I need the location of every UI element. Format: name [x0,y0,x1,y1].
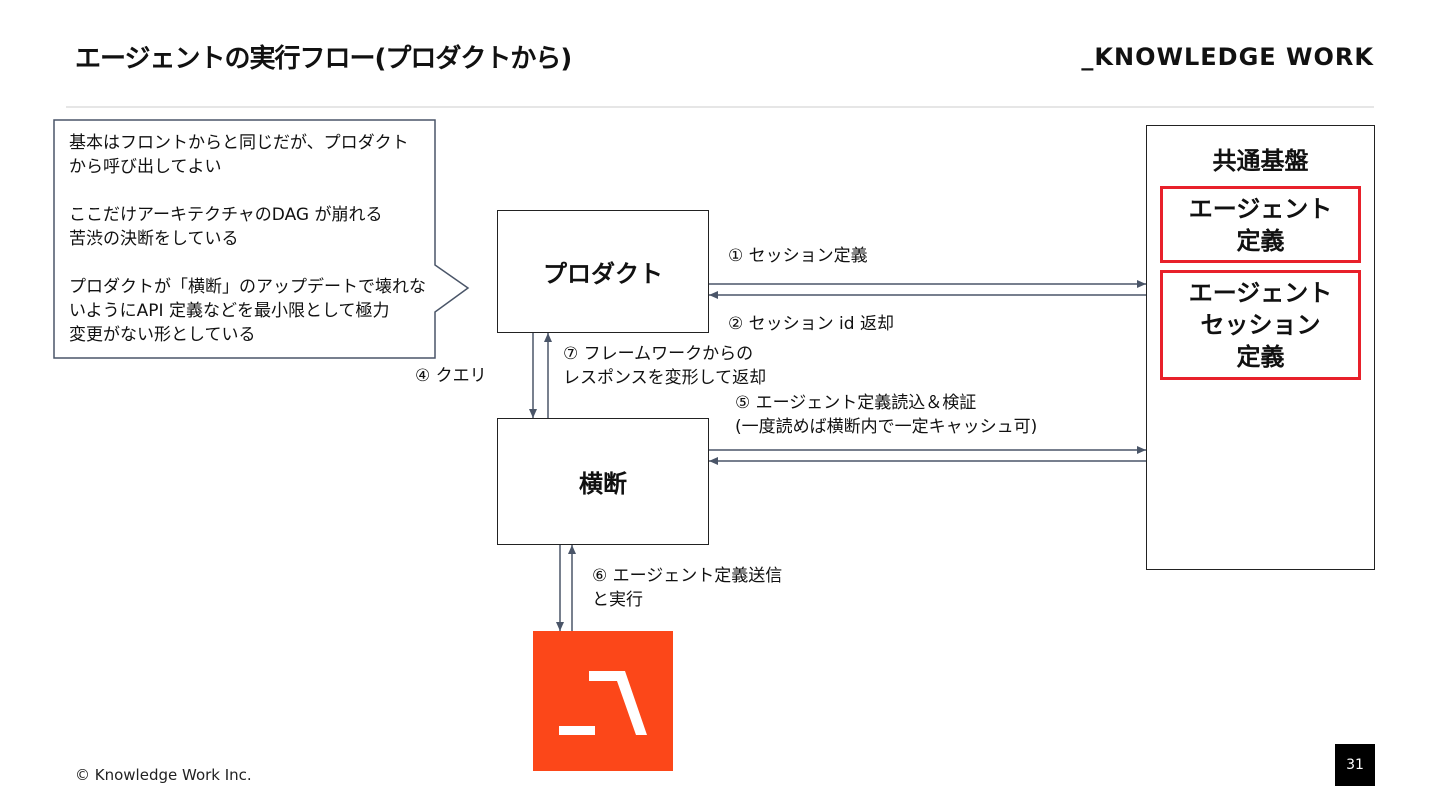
edge-label-query: ④ クエリ [415,366,487,386]
page-title: エージェントの実行フロー(プロダクトから) [75,44,572,74]
knowledge-work-logo [533,631,673,771]
callout-line: いようにAPI 定義などを最小限として極力 [69,301,390,321]
callout-text: 基本はフロントからと同じだが、プロダクト から呼び出してよい ここだけアーキテク… [69,131,426,347]
cross-node: 横断 [497,418,709,545]
callout-line: から呼び出してよい [69,157,222,177]
callout-line: 変更がない形としている [69,325,256,345]
agent-definition-box: エージェント 定義 [1160,186,1361,263]
logo-mark-icon [559,671,647,735]
agent-session-definition-box: エージェント セッション 定義 [1160,270,1361,380]
product-node: プロダクト [497,210,709,333]
edge-label-line: ⑦ フレームワークからの [563,344,754,364]
header-divider [66,106,1374,108]
edge-label-line: ⑤ エージェント定義読込＆検証 [735,393,977,413]
agent-session-definition-line: 定義 [1236,343,1285,371]
callout-line: プロダクトが「横断」のアップデートで壊れな [69,277,426,297]
agent-definition-line: エージェント [1188,194,1333,223]
edge-label-agent-def-send: ⑥ エージェント定義送信 と実行 [592,564,782,612]
callout-line: ここだけアーキテクチャのDAG が崩れる [69,205,383,225]
edge-label-response-return: ⑦ フレームワークからの レスポンスを変形して返却 [563,342,766,390]
agent-session-definition-line: セッション [1200,311,1321,339]
edge-label-line: ⑥ エージェント定義送信 [592,566,783,586]
callout-line: 苦渋の決断をしている [69,229,239,249]
agent-session-definition-line: エージェント [1188,279,1333,307]
edge-label-line: (一度読めば横断内で一定キャッシュ可) [735,417,1038,437]
page-number: 31 [1335,744,1375,786]
callout-line: 基本はフロントからと同じだが、プロダクト [69,133,409,153]
edge-label-session-id-return: ② セッション id 返却 [728,314,894,334]
edge-label-agent-def-load: ⑤ エージェント定義読込＆検証 (一度読めば横断内で一定キャッシュ可) [735,391,1037,439]
edge-label-line: レスポンスを変形して返却 [563,368,767,388]
agent-definition-line: 定義 [1236,226,1285,255]
edge-label-line: と実行 [592,590,643,610]
copyright: © Knowledge Work Inc. [75,766,252,784]
brand-logo-text: _KNOWLEDGE WORK [1081,43,1374,71]
platform-container [1146,125,1375,570]
edge-label-session-define: ① セッション定義 [728,246,868,266]
platform-title: 共通基盤 [1212,147,1309,175]
